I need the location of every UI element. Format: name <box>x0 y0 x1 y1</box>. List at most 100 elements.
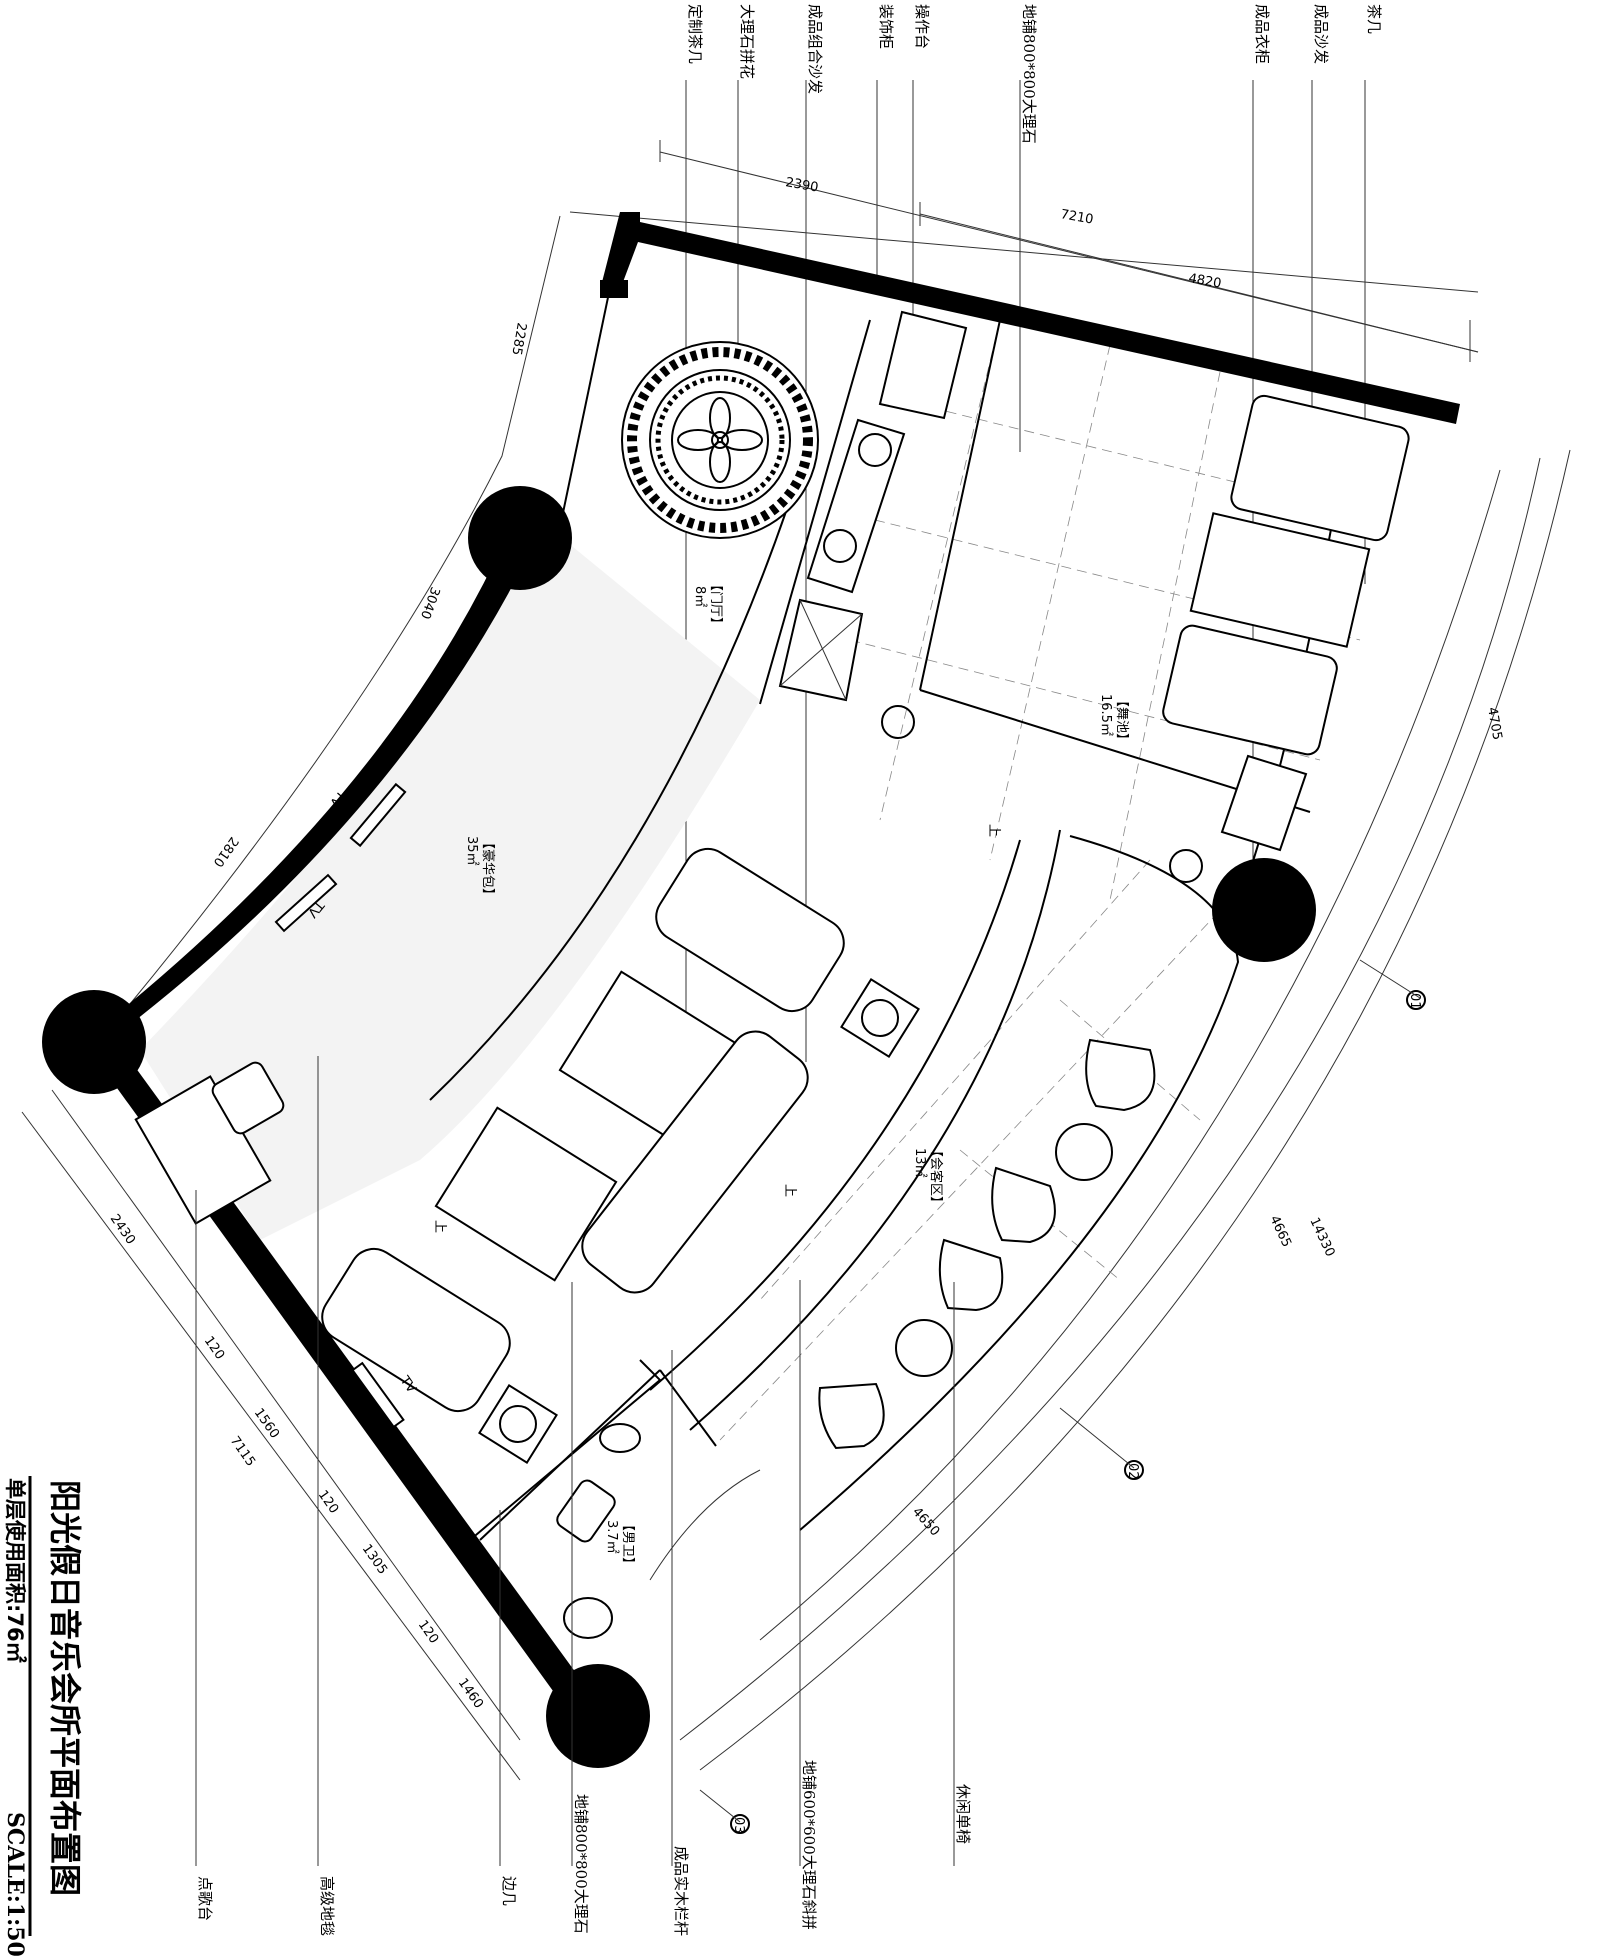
bathroom-fixtures <box>556 1423 761 1639</box>
callout-side-table: 边几 <box>500 1876 518 1906</box>
bottom-callout-leaders <box>195 1056 955 1866</box>
dim-bottom-1560: 1560 <box>251 1406 282 1442</box>
bottom-callouts: 点歌台 高级地毯 边几 地铺800*800大理石 成品实木栏杆 地铺600*60… <box>196 1760 972 1936</box>
section-mark-02: 02 <box>1125 1463 1140 1480</box>
combo-sofa-left <box>321 1247 511 1413</box>
page-title: 阳光假日音乐会所平面布置图 <box>46 1480 84 1896</box>
column-top-left <box>468 486 572 590</box>
entry-furniture <box>778 310 968 702</box>
walls <box>42 212 1460 1768</box>
combo-sofa-top <box>655 847 845 1013</box>
callout-decor-cabinet: 装饰柜 <box>877 4 895 49</box>
lounge-table-2 <box>895 1319 953 1377</box>
room-lounge-name: 【会客区】 <box>928 1144 944 1209</box>
column-right <box>1212 858 1316 962</box>
area-label: 单层使用面积:76㎡ <box>3 1478 27 1663</box>
interior-lines <box>429 239 1341 1541</box>
room-dance-area: 16.5㎡ <box>1098 694 1113 736</box>
top-dimensions: 2390 7210 4820 <box>569 140 1479 362</box>
callout-marble-800b: 地铺800*800大理石 <box>572 1794 590 1934</box>
step-mark-3: 上 <box>782 1184 797 1197</box>
top-wall <box>600 212 1460 424</box>
callout-tea-table: 茶几 <box>1365 4 1383 34</box>
room-ktv-area: 35㎡ <box>464 836 479 866</box>
step-mark-2: 上 <box>432 1220 447 1233</box>
step-markers: 上 上 上 <box>432 824 1001 1233</box>
room-labels: 【门厅】 8㎡ 【舞池】 16.5㎡ 【豪华包】 35㎡ 【会客区】 13㎡ 【… <box>464 578 1129 1570</box>
sofa-top <box>1230 394 1410 542</box>
column-left <box>42 990 146 1094</box>
sink <box>599 1423 641 1453</box>
tv-units: TV TV TV <box>274 782 419 1429</box>
lounge-chair-1 <box>1085 1038 1156 1112</box>
section-markers: 01 02 03 <box>699 959 1426 1834</box>
dim-bottom-120a: 120 <box>201 1334 228 1363</box>
dim-bottom-120c: 120 <box>415 1618 442 1647</box>
callout-sofa: 成品沙发 <box>1312 4 1330 64</box>
callout-wardrobe: 成品衣柜 <box>1253 4 1271 64</box>
dim-left-2285: 2285 <box>508 321 529 356</box>
dim-bottom-1460: 1460 <box>455 1676 486 1712</box>
callout-song-desk: 点歌台 <box>196 1876 214 1921</box>
dim-bottom-2430: 2430 <box>107 1212 138 1248</box>
room-ktv-name: 【豪华包】 <box>480 836 496 901</box>
callout-marble-600: 地铺600*600大理石斜拼 <box>800 1760 818 1930</box>
dim-right-14330: 14330 <box>1306 1215 1337 1259</box>
callout-wood-railing: 成品实木栏杆 <box>672 1846 690 1936</box>
dim-bottom-1305: 1305 <box>359 1542 390 1578</box>
step-mark-1: 上 <box>986 824 1001 837</box>
ktv-furniture <box>134 847 920 1464</box>
dim-bottom-120b: 120 <box>315 1488 342 1517</box>
combo-sofa-long <box>581 1030 809 1294</box>
marble-medallion <box>621 341 819 539</box>
lounge-table-1 <box>1055 1123 1113 1181</box>
dim-top-7210: 7210 <box>1059 207 1094 228</box>
room-entry-name: 【门厅】 <box>708 578 723 630</box>
bottom-left-wall <box>104 1060 600 1720</box>
dim-right-4665: 4665 <box>1266 1213 1294 1249</box>
room-lounge-area: 13㎡ <box>912 1148 927 1178</box>
callout-marble-800: 地铺800*800大理石 <box>1020 4 1038 144</box>
decor-cabinet <box>878 310 968 420</box>
dance-floor-sofas <box>881 394 1410 883</box>
callout-combo-sofa: 成品组合沙发 <box>806 4 824 94</box>
lounge-chair-4 <box>818 1382 885 1450</box>
callout-marble-parquet: 大理石拼花 <box>738 4 756 79</box>
song-chair <box>211 1061 285 1135</box>
counter <box>806 418 906 594</box>
urinal <box>563 1597 613 1639</box>
room-entry-area: 8㎡ <box>692 586 707 607</box>
dim-top-4820: 4820 <box>1187 271 1222 292</box>
room-bath-name: 【男卫】 <box>620 1518 635 1570</box>
column-bottom <box>546 1664 650 1768</box>
top-callouts: 定制茶几 大理石拼花 成品组合沙发 装饰柜 操作台 地铺800*800大理石 成… <box>686 4 1383 144</box>
section-mark-03: 03 <box>731 1817 746 1834</box>
sofa-bottom <box>1162 624 1338 756</box>
scale-label: SCALE:1:50 <box>2 1812 28 1957</box>
callout-custom-tea-table: 定制茶几 <box>686 4 704 64</box>
lounge-furniture <box>818 1038 1156 1450</box>
medallion-flower <box>677 397 763 483</box>
coffee-table-2 <box>434 1106 618 1282</box>
side-table-2 <box>478 1384 558 1464</box>
wardrobe <box>1189 512 1371 648</box>
tea-table <box>1220 754 1308 852</box>
dim-right-4705: 4705 <box>1484 706 1505 741</box>
dim-top-2390: 2390 <box>784 175 819 196</box>
dim-left-2810: 2810 <box>210 834 241 870</box>
dim-bottom-7115: 7115 <box>227 1434 258 1470</box>
lounge-chair-2 <box>991 1166 1056 1244</box>
callout-carpet: 高级地毯 <box>318 1876 336 1936</box>
room-dance-name: 【舞池】 <box>1114 694 1129 746</box>
section-mark-01: 01 <box>1407 993 1422 1010</box>
callout-lounge-chair: 休闲单椅 <box>954 1784 972 1844</box>
room-bath-area: 3.7㎡ <box>604 1520 619 1554</box>
callout-counter: 操作台 <box>913 4 931 49</box>
title-block: 阳光假日音乐会所平面布置图 单层使用面积:76㎡ SCALE:1:50 <box>2 1476 84 1957</box>
dim-right-4650: 4650 <box>909 1505 942 1540</box>
side-table-1 <box>840 978 920 1058</box>
lounge-chair-3 <box>938 1238 1004 1312</box>
carpet-area <box>140 520 760 1240</box>
top-wall-stub <box>600 280 628 298</box>
